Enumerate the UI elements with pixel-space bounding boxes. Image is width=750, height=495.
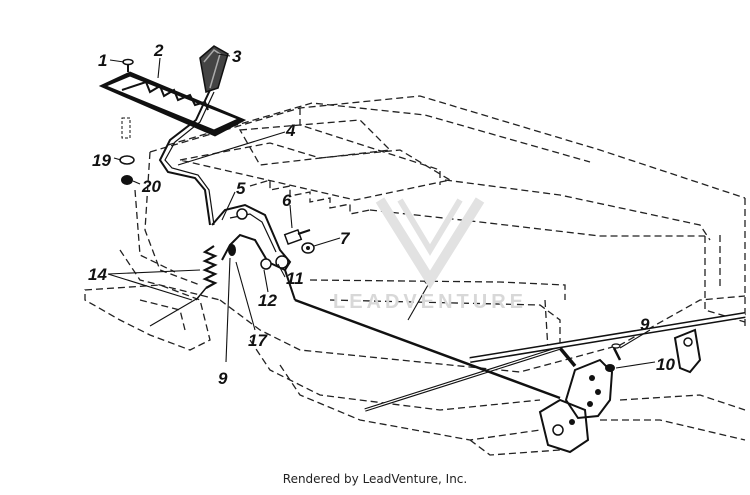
bolt-and-nut	[283, 228, 315, 254]
footer-credit: Rendered by LeadVenture, Inc.	[282, 472, 468, 486]
callout-1: 1	[98, 51, 107, 70]
callout-14: 14	[88, 265, 107, 284]
callout-4: 4	[285, 121, 296, 140]
callout-17: 17	[248, 331, 268, 350]
pivot-bracket	[211, 203, 292, 272]
callout-3: 3	[232, 47, 242, 66]
callout-12: 12	[258, 291, 277, 310]
callout-5: 5	[236, 179, 246, 198]
callout-7: 7	[340, 229, 351, 248]
callout-19: 19	[92, 151, 111, 170]
watermark-text: LEADVENTURE	[333, 291, 527, 313]
callout-20: 20	[141, 177, 161, 196]
callout-9-left: 9	[218, 369, 228, 388]
callout-2: 2	[153, 41, 164, 60]
rear-shaft-bracket	[469, 312, 746, 454]
right-fasteners	[605, 343, 622, 372]
washers	[119, 117, 135, 185]
shift-plate	[98, 71, 247, 137]
callout-9-right: 9	[640, 315, 650, 334]
watermark-logo: LEADVENTURE	[333, 197, 527, 313]
spring	[195, 245, 218, 301]
shift-knob	[199, 45, 229, 93]
leader-lines	[107, 53, 656, 369]
callout-10: 10	[656, 355, 675, 374]
callout-11: 11	[286, 269, 304, 288]
callout-6: 6	[282, 191, 292, 210]
screw	[122, 58, 134, 72]
shift-lever	[158, 89, 215, 226]
